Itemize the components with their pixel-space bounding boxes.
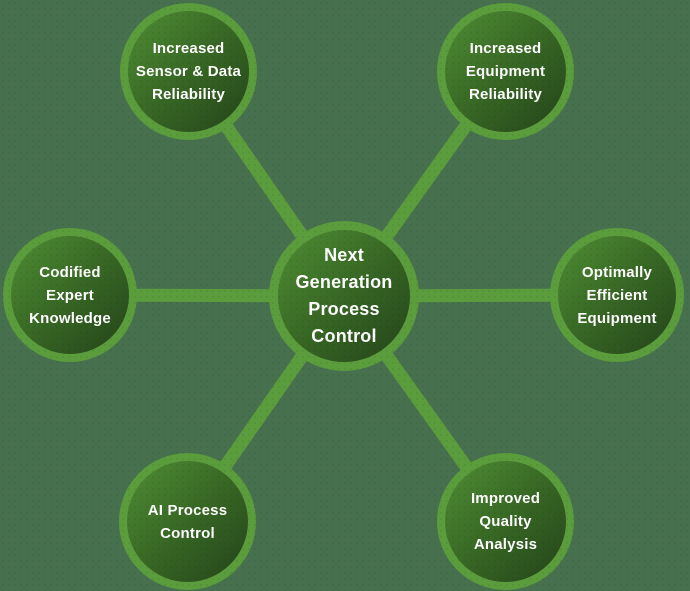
node-label: Increased Sensor & Data Reliability [128,11,249,132]
node-ai-process-control: AI Process Control [119,453,256,590]
node-next-generation-process-control: Next Generation Process Control [269,221,419,371]
node-label: Increased Equipment Reliability [445,11,566,132]
node-increased-sensor-data-reliability: Increased Sensor & Data Reliability [120,3,257,140]
node-optimally-efficient-equipment: Optimally Efficient Equipment [550,228,684,362]
node-improved-quality-analysis: Improved Quality Analysis [437,453,574,590]
node-label: AI Process Control [127,461,248,582]
node-label: Codified Expert Knowledge [11,236,129,354]
node-increased-equipment-reliability: Increased Equipment Reliability [437,3,574,140]
node-label: Improved Quality Analysis [445,461,566,582]
node-label: Optimally Efficient Equipment [558,236,676,354]
node-codified-expert-knowledge: Codified Expert Knowledge [3,228,137,362]
center-node-label: Next Generation Process Control [278,230,410,362]
